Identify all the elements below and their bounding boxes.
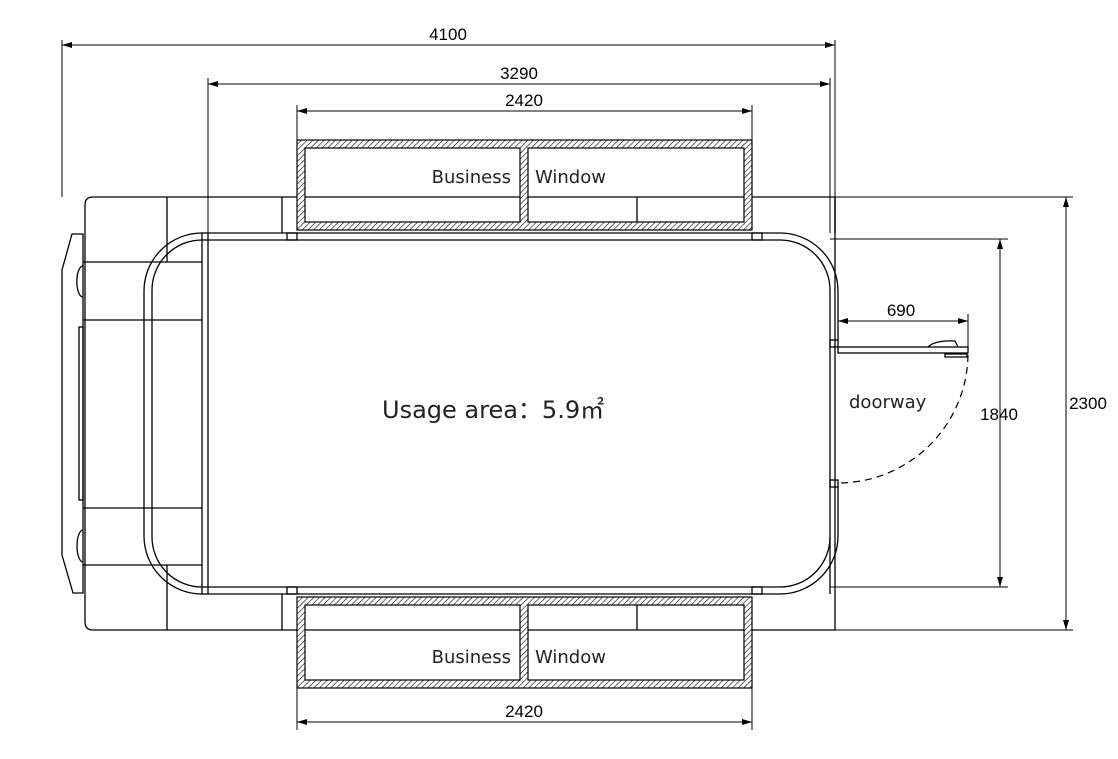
svg-text:4100: 4100: [429, 25, 467, 44]
door: [829, 339, 969, 488]
dimension-overall-length: 4100: [61, 25, 836, 197]
svg-text:690: 690: [887, 301, 915, 320]
svg-text:1840: 1840: [980, 405, 1018, 424]
door-swing-arc: [837, 354, 969, 484]
cabin-frame: [143, 197, 839, 595]
business-window-bottom: Business Window: [296, 596, 753, 689]
front-bumper: [61, 233, 202, 594]
top-window-label: Window: [535, 167, 606, 188]
svg-text:2420: 2420: [505, 91, 543, 110]
business-window-top: Business Window: [296, 139, 753, 231]
top-business-label: Business: [432, 167, 511, 188]
svg-text:2420: 2420: [505, 702, 543, 721]
dimension-door-width: 690: [838, 301, 969, 347]
dimension-body-length: 3290: [207, 64, 831, 233]
bottom-window-label: Window: [535, 647, 606, 668]
dimension-overall-width: 2300: [835, 196, 1107, 631]
svg-text:2300: 2300: [1069, 394, 1107, 413]
doorway-label: doorway: [849, 392, 927, 413]
door-handle-icon: [927, 340, 959, 348]
dimension-counter-top: 2420: [296, 91, 753, 140]
usage-area-label: Usage area：5.9㎡: [382, 396, 604, 424]
bottom-business-label: Business: [432, 647, 511, 668]
dimension-counter-bottom: 2420: [296, 688, 753, 730]
svg-text:3290: 3290: [500, 64, 538, 83]
dimension-inner-width: 1840: [830, 238, 1018, 588]
vehicle-body: [84, 196, 836, 631]
